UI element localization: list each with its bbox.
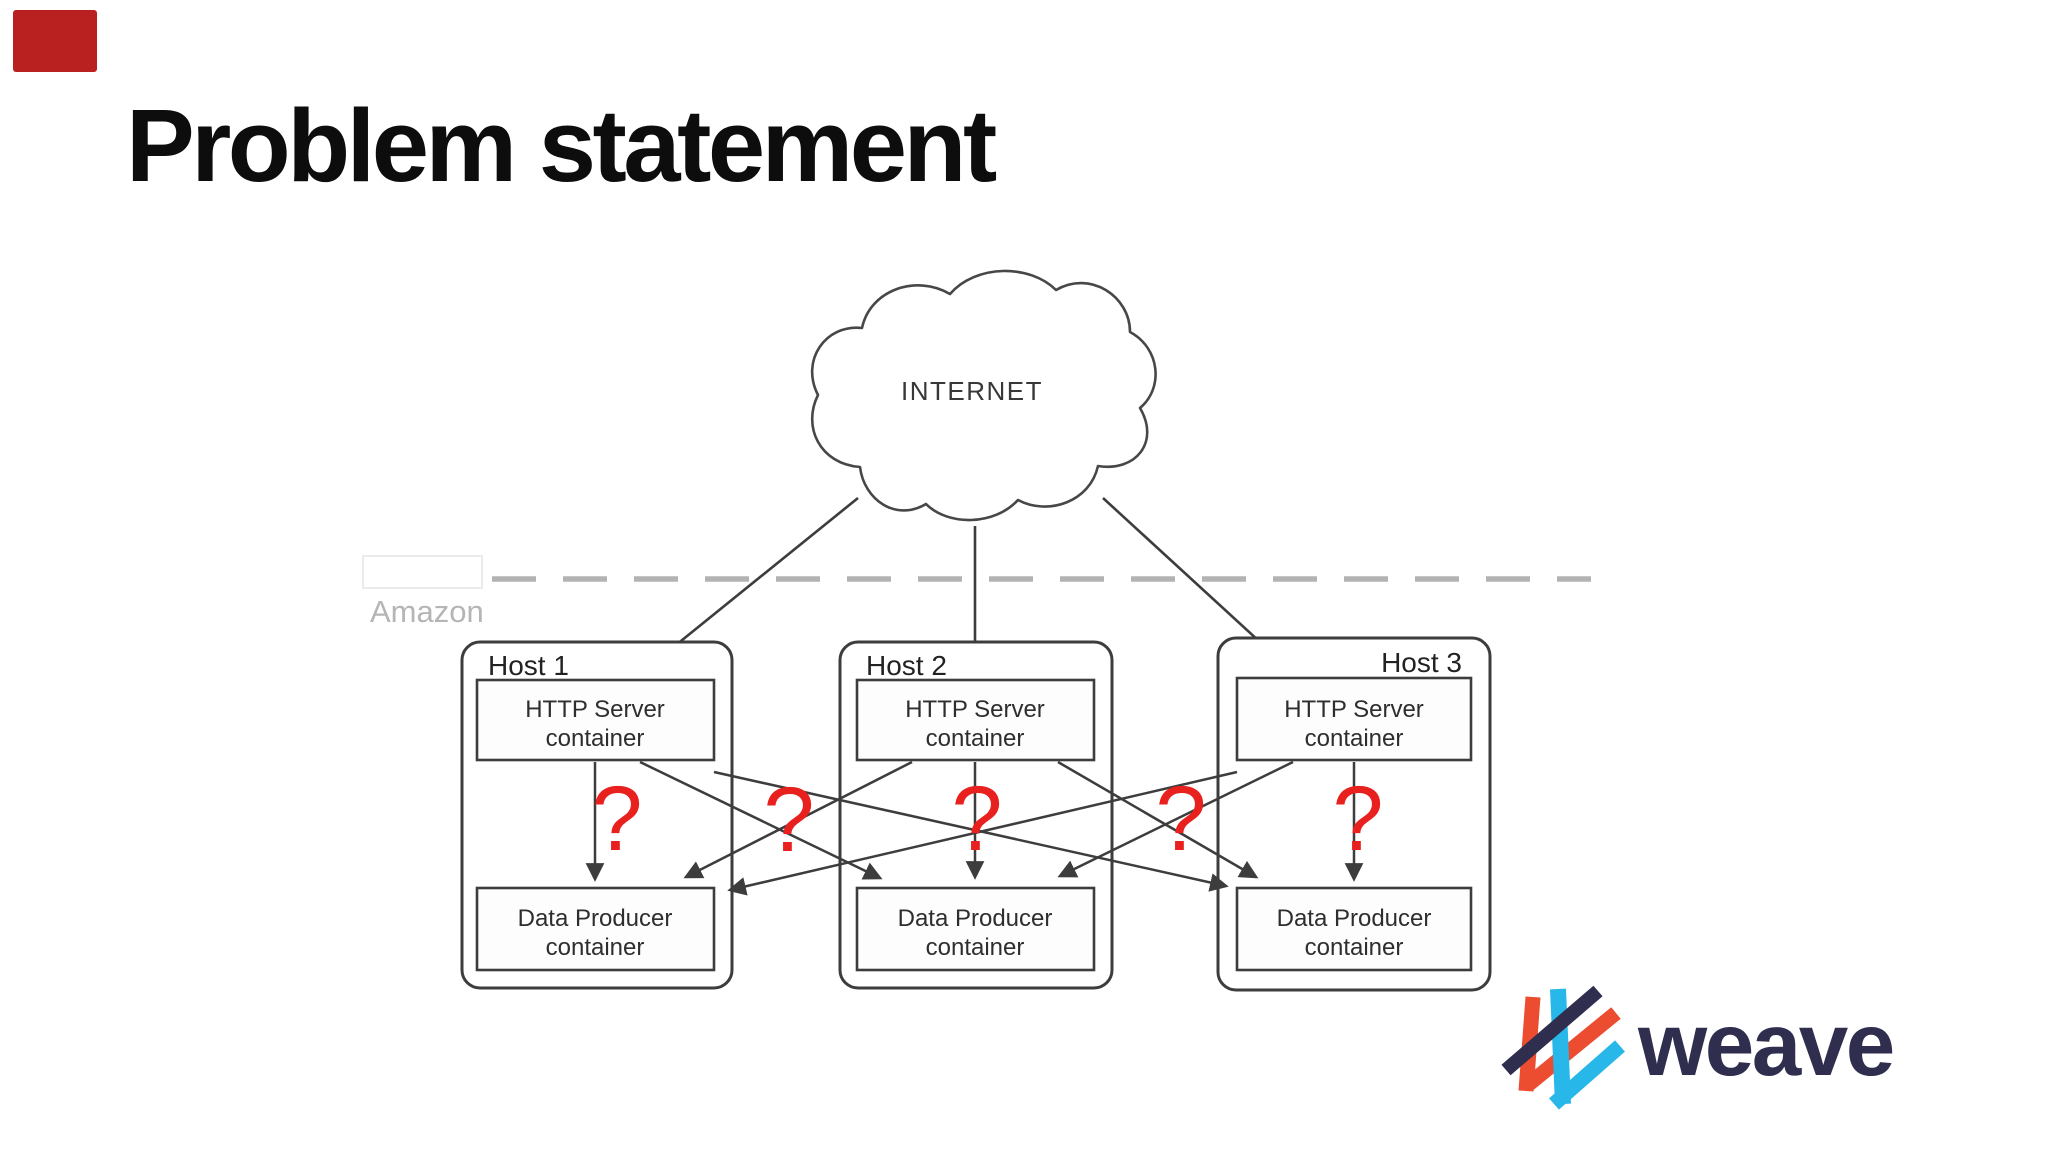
http-label-1-line1: HTTP Server [525, 696, 665, 723]
http-server-box-2 [855, 678, 1096, 762]
arrow-internet-host3 [1102, 497, 1287, 666]
http-label-2-line2: container [926, 725, 1025, 752]
data-producer-box-3 [1235, 886, 1473, 972]
dp-label-3-line2: container [1305, 934, 1404, 961]
arrow-http3-dp1 [727, 770, 1238, 896]
dp-label-1-line2: container [546, 934, 645, 961]
question-mark-4: ? [1155, 768, 1206, 870]
http-label-3-line1: HTTP Server [1284, 696, 1424, 723]
dp-label-1-line1: Data Producer [518, 905, 673, 932]
question-mark-3: ? [951, 768, 1002, 870]
logo-orange-diagonal [1524, 1007, 1621, 1090]
cloud-shape [810, 269, 1157, 522]
arrow-http1-dp2 [639, 760, 883, 880]
http-label-1-line2: container [546, 725, 645, 752]
question-mark-5: ? [1332, 768, 1383, 870]
amazon-boundary: Amazon [362, 555, 1591, 629]
container-labels: HTTP Server container HTTP Server contai… [518, 696, 1432, 961]
http-label-3-line2: container [1305, 725, 1404, 752]
host-1-label: Host 1 [488, 650, 569, 681]
weave-logo-mark [1501, 985, 1625, 1110]
mesh-arrows [585, 760, 1364, 896]
host-2-label: Host 2 [866, 650, 947, 681]
logo-navy-diagonal [1501, 985, 1603, 1076]
arrow-http1-dp3 [713, 770, 1229, 892]
logo-cyan-bar [1550, 988, 1571, 1105]
question-marks: ? ? ? ? ? [591, 768, 1383, 871]
data-producer-box-2 [855, 886, 1096, 972]
internet-arrows [647, 496, 1287, 668]
red-marker [13, 10, 97, 72]
weave-logo-text: weave [1638, 994, 1895, 1094]
http-server-box-3 [1235, 676, 1473, 762]
amazon-label: Amazon [370, 594, 484, 629]
arrow-http2-dp1 [683, 760, 913, 879]
internet-cloud: INTERNET [810, 269, 1157, 522]
dp-label-3-line1: Data Producer [1277, 905, 1432, 932]
http-label-2-line1: HTTP Server [905, 696, 1045, 723]
http-server-box-1 [475, 678, 716, 762]
data-producer-box-1 [475, 886, 716, 972]
arrow-http2-dp3 [1057, 760, 1259, 879]
page-title: Problem statement [126, 88, 997, 203]
arrow-internet-host1 [647, 496, 859, 668]
dp-label-2-line2: container [926, 934, 1025, 961]
arrow-http3-dp2 [1057, 760, 1294, 878]
question-mark-2: ? [763, 769, 814, 871]
dp-label-2-line1: Data Producer [898, 905, 1053, 932]
amazon-label-box [362, 555, 483, 589]
internet-label: INTERNET [901, 376, 1043, 406]
question-mark-1: ? [591, 768, 642, 870]
host-3-label: Host 3 [1381, 647, 1462, 678]
container-boxes [475, 676, 1473, 972]
